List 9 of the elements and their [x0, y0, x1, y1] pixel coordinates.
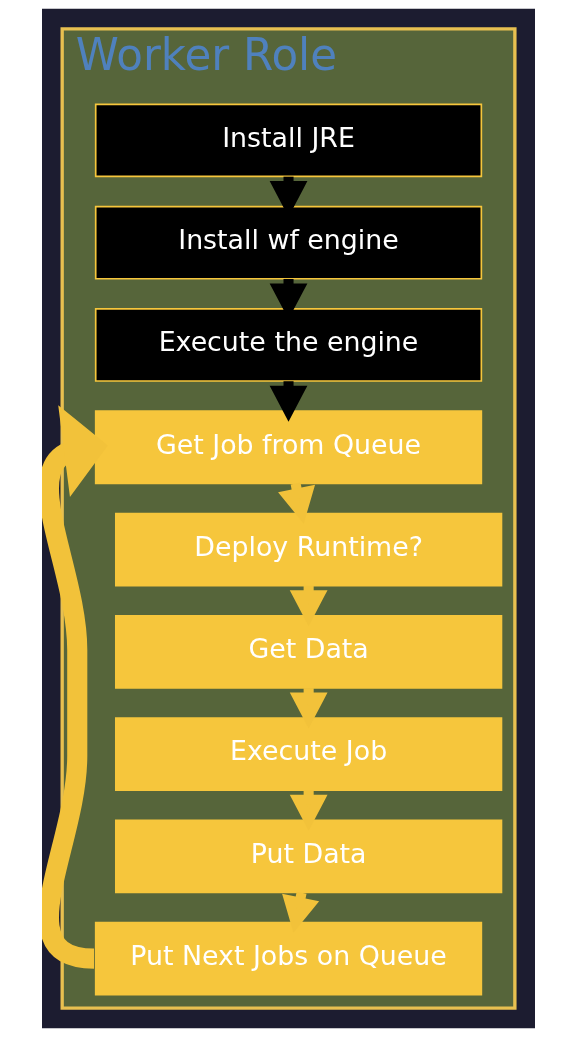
node-box: Install JRE [94, 103, 483, 178]
node-box: Put Data [115, 819, 503, 894]
node-box: Deploy Runtime? [115, 512, 503, 587]
node-box: Execute Job [115, 717, 503, 791]
node-box: Get Data [115, 614, 503, 689]
node-box: Put Next Jobs on Queue [94, 921, 483, 996]
node-box: Install wf engine [94, 205, 483, 280]
node-box: Get Job from Queue [94, 410, 483, 485]
node-box: Execute the engine [94, 308, 483, 382]
